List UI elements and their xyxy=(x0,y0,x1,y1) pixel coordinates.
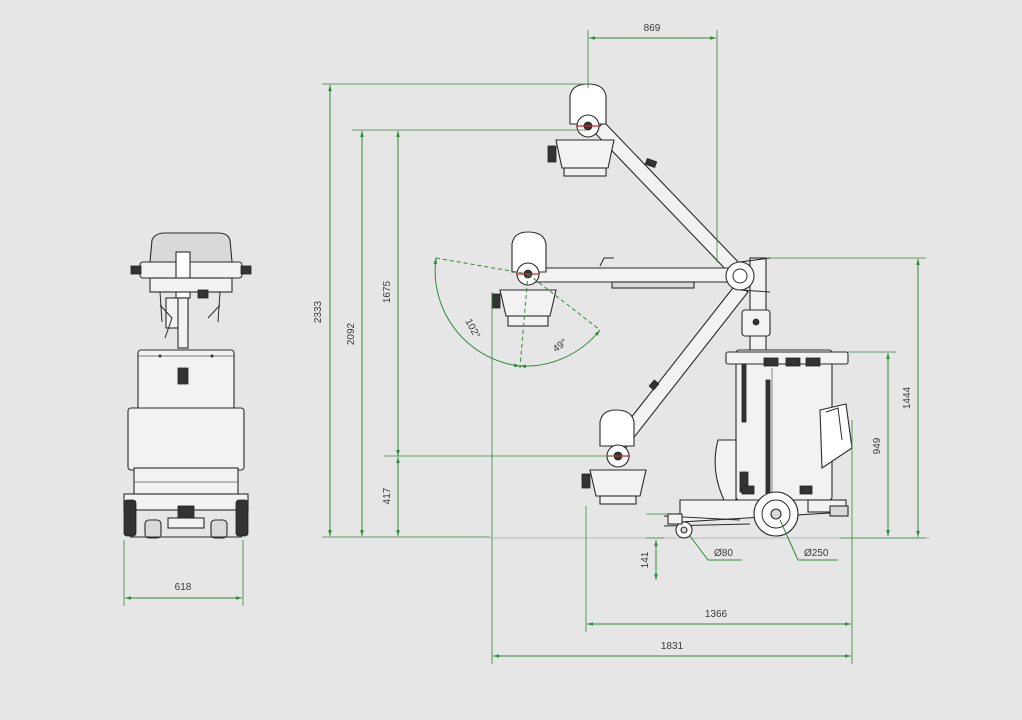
dim-height-center: 1675 xyxy=(382,131,400,456)
dim-label-1366: 1366 xyxy=(705,609,728,620)
side-view xyxy=(490,83,930,539)
dim-body-height: 1444 xyxy=(770,257,926,539)
dim-height-max: 2333 xyxy=(313,83,588,538)
front-view xyxy=(123,232,252,539)
dim-label-rear-wheel: Ø250 xyxy=(804,548,829,559)
dim-length-base: 1366 xyxy=(585,420,853,664)
dim-label-869: 869 xyxy=(644,23,661,34)
dim-label-1675: 1675 xyxy=(382,280,393,303)
dim-front-width: 618 xyxy=(123,540,244,606)
dim-label-1831: 1831 xyxy=(661,641,684,652)
dim-front-wheel: Ø80 xyxy=(689,535,742,561)
dim-label-141: 141 xyxy=(640,551,651,568)
dim-rear-wheel: Ø250 xyxy=(779,519,838,561)
dim-arm-reach: 869 xyxy=(587,23,718,262)
angle-label-102: 102° xyxy=(462,317,481,340)
dim-label-2333: 2333 xyxy=(313,300,324,323)
dim-wheel-height: 141 xyxy=(640,513,668,580)
dim-length-total: 1831 xyxy=(491,292,851,664)
dim-label-417: 417 xyxy=(382,487,393,504)
angle-label-49: 49° xyxy=(551,337,570,355)
dim-label-2092: 2092 xyxy=(346,322,357,345)
dim-label-1444: 1444 xyxy=(902,386,913,409)
dim-height-mid: 2092 xyxy=(346,129,588,536)
dim-cabinet-height: 949 xyxy=(848,351,896,536)
dim-label-949: 949 xyxy=(872,437,883,454)
dim-height-min: 417 xyxy=(382,455,618,536)
dim-label-front-wheel: Ø80 xyxy=(714,548,733,559)
dim-label-618: 618 xyxy=(175,582,192,593)
